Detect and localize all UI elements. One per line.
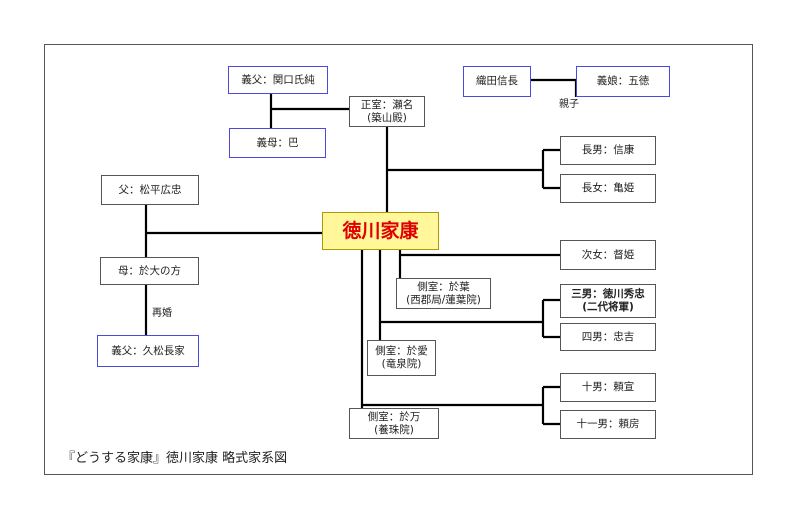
- person-label: 義母：巴: [256, 136, 299, 149]
- relation-label-oyako: 親子: [559, 99, 579, 110]
- person-tenth-son: 十男：頼宣: [560, 373, 656, 402]
- person-eleventh-son: 十一男：頼房: [560, 410, 656, 439]
- person-label: 側室：於万: [367, 410, 421, 423]
- person-concubine-oman: 側室：於万 (養珠院): [349, 408, 439, 439]
- person-label: 義父：関口氏純: [241, 73, 315, 86]
- person-label: 十男：頼宣: [581, 381, 635, 393]
- person-oda-nobunaga: 織田信長: [463, 66, 531, 97]
- person-eldest-son: 長男：信康: [560, 136, 656, 165]
- person-label: 四男：忠吉: [581, 330, 635, 343]
- person-sublabel: (二代将軍): [582, 301, 634, 313]
- person-label: 側室：於葉: [417, 280, 470, 293]
- person-ieyasu: 徳川家康: [322, 212, 439, 250]
- person-eldest-daughter: 長女：亀姫: [560, 174, 656, 203]
- person-label: 義娘：五徳: [596, 75, 650, 87]
- person-label: 織田信長: [476, 75, 518, 87]
- person-sublabel: (築山殿): [367, 111, 407, 124]
- person-concubine-oai: 側室：於愛 (竜泉院): [367, 340, 436, 376]
- person-sublabel: (竜泉院): [381, 358, 422, 370]
- person-label: 正室：瀬名: [360, 98, 414, 111]
- person-label: 次女：督姫: [581, 248, 635, 261]
- person-wife-sena: 正室：瀬名 (築山殿): [349, 96, 425, 127]
- person-adopted-daughter: 義娘：五徳: [576, 66, 670, 97]
- person-label: 徳川家康: [342, 220, 419, 242]
- person-stepfather: 義父：久松長家: [97, 335, 199, 367]
- person-adoptive-mother: 義母：巴: [229, 128, 326, 158]
- person-mother: 母：於大の方: [100, 257, 199, 285]
- person-label: 義父：久松長家: [111, 344, 185, 357]
- relation-label-remarriage: 再婚: [152, 308, 172, 319]
- person-label: 父：松平広忠: [118, 183, 182, 196]
- person-adoptive-father-sekiguchi: 義父：関口氏純: [228, 66, 328, 94]
- person-concubine-oha: 側室：於葉 (西郡局/蓮葉院): [396, 278, 491, 309]
- person-third-son: 三男：徳川秀忠 (二代将軍): [560, 284, 656, 318]
- person-label: 側室：於愛: [375, 345, 428, 357]
- person-label: 母：於大の方: [118, 264, 181, 277]
- person-second-daughter: 次女：督姫: [560, 240, 656, 270]
- diagram-caption: 『どうする家康』徳川家康 略式家系図: [62, 451, 288, 466]
- person-sublabel: (養珠院): [374, 423, 414, 436]
- person-label: 長男：信康: [581, 144, 635, 156]
- person-label: 長女：亀姫: [581, 182, 635, 194]
- person-label: 三男：徳川秀忠: [571, 288, 645, 300]
- person-fourth-son: 四男：忠吉: [560, 323, 656, 351]
- person-father: 父：松平広忠: [101, 175, 199, 205]
- person-label: 十一男：頼房: [576, 418, 640, 430]
- person-sublabel: (西郡局/蓮葉院): [406, 293, 481, 306]
